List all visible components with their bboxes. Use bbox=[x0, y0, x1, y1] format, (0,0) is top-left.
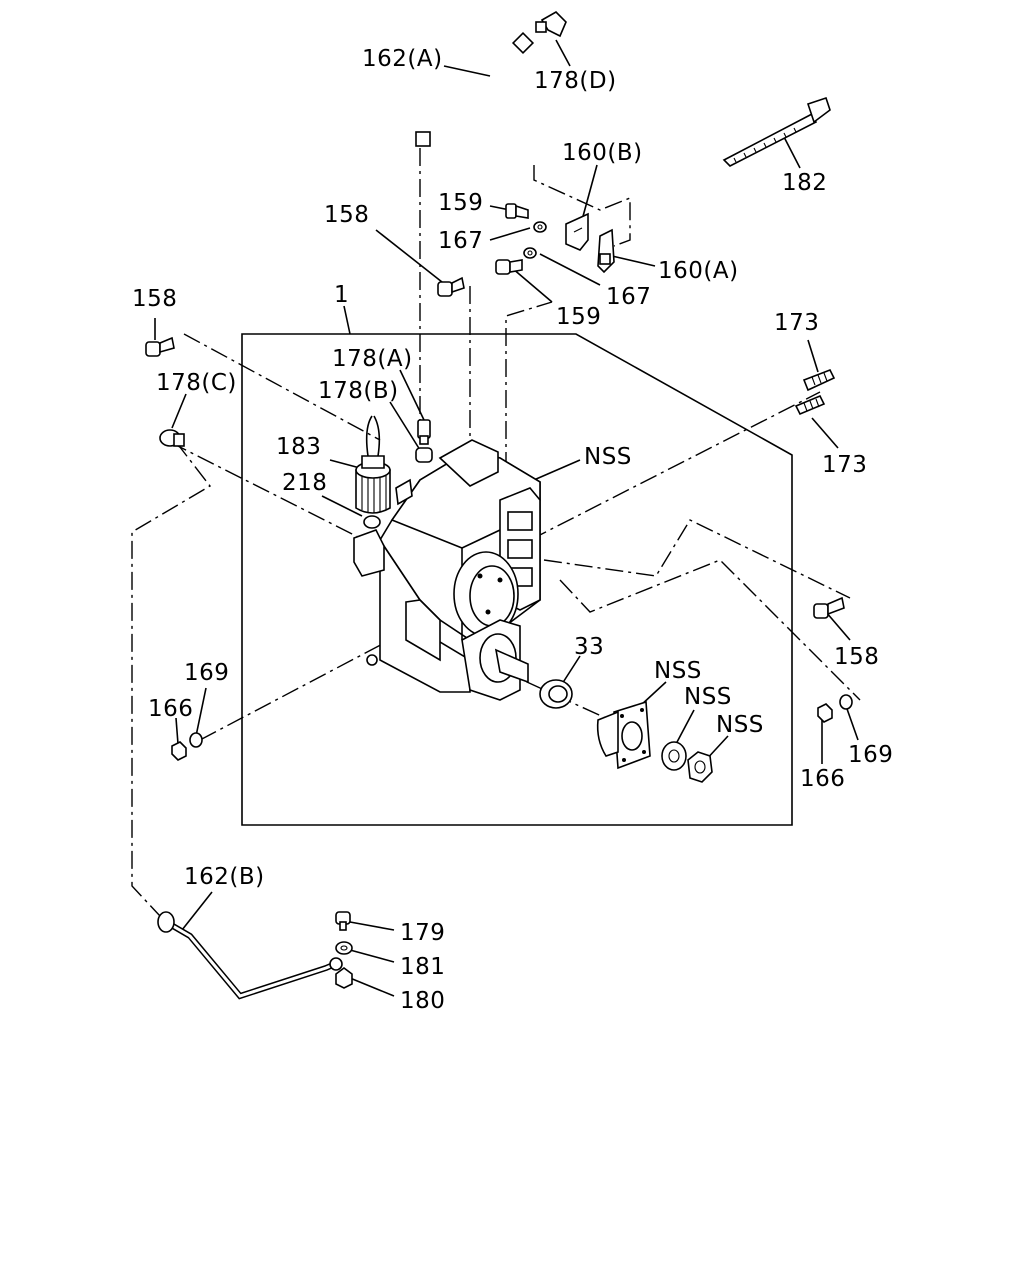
assembly-center-lines bbox=[131, 148, 861, 917]
label-162a: 162(A) bbox=[362, 46, 443, 72]
bracket-160b bbox=[565, 212, 589, 251]
label-182: 182 bbox=[782, 170, 827, 196]
bolt-158-right bbox=[813, 596, 845, 619]
transfer-case-body bbox=[353, 439, 541, 701]
label-173-lower: 173 bbox=[822, 452, 867, 478]
flange-yoke bbox=[596, 700, 651, 770]
pipe-162a bbox=[415, 31, 550, 166]
bracket-160a bbox=[597, 228, 615, 274]
washer-169-right bbox=[839, 694, 853, 710]
label-169-right: 169 bbox=[848, 742, 893, 768]
label-160b: 160(B) bbox=[562, 140, 643, 166]
washer-nss bbox=[661, 741, 687, 771]
bolt-158-top bbox=[437, 276, 465, 297]
washer-169-left bbox=[189, 732, 203, 748]
label-nss-body: NSS bbox=[584, 444, 632, 470]
label-183: 183 bbox=[276, 434, 321, 460]
label-nss-nut: NSS bbox=[716, 712, 764, 738]
label-1: 1 bbox=[334, 282, 349, 308]
filter-183 bbox=[355, 415, 391, 514]
bolt-159-upper bbox=[505, 203, 529, 219]
part-labels: 162(A) 178(D) 160(B) 182 159 158 167 160… bbox=[132, 46, 893, 1014]
label-178d: 178(D) bbox=[534, 68, 617, 94]
nut-166-right bbox=[817, 703, 833, 723]
label-218: 218 bbox=[282, 470, 327, 496]
label-181: 181 bbox=[400, 954, 445, 980]
label-180: 180 bbox=[400, 988, 445, 1014]
stud-173-lower bbox=[794, 394, 826, 416]
nut-166-left bbox=[171, 741, 187, 761]
washer-167-lower bbox=[523, 247, 537, 259]
label-178b: 178(B) bbox=[318, 378, 399, 404]
label-159-lower: 159 bbox=[556, 304, 601, 330]
label-158-top: 158 bbox=[324, 202, 369, 228]
leader-lines bbox=[154, 39, 859, 997]
label-178c: 178(C) bbox=[156, 370, 237, 396]
label-162b: 162(B) bbox=[184, 864, 265, 890]
bolt-179 bbox=[335, 911, 351, 931]
nut-180 bbox=[335, 967, 353, 989]
label-173-upper: 173 bbox=[774, 310, 819, 336]
stud-173-upper bbox=[802, 368, 836, 392]
nut-nss bbox=[687, 751, 713, 783]
bolt-159-lower bbox=[495, 259, 523, 275]
cable-tie-182 bbox=[722, 96, 831, 167]
elbow-fitting-178d bbox=[535, 11, 567, 38]
label-178a: 178(A) bbox=[332, 346, 413, 372]
label-169-left: 169 bbox=[184, 660, 229, 686]
pipe-162b bbox=[157, 911, 343, 1000]
label-166-left: 166 bbox=[148, 696, 193, 722]
label-158-left: 158 bbox=[132, 286, 177, 312]
label-nss-washer: NSS bbox=[684, 684, 732, 710]
label-167-upper: 167 bbox=[438, 228, 483, 254]
o-ring-218 bbox=[363, 515, 381, 529]
bolt-158-left bbox=[145, 336, 175, 357]
fitting-178b bbox=[415, 447, 433, 463]
label-33: 33 bbox=[574, 634, 604, 660]
label-166-right: 166 bbox=[800, 766, 845, 792]
oil-seal-33 bbox=[539, 679, 573, 709]
label-159-upper: 159 bbox=[438, 190, 483, 216]
assembly-frame bbox=[241, 333, 793, 826]
label-167-lower: 167 bbox=[606, 284, 651, 310]
fitting-178a bbox=[417, 419, 431, 445]
label-nss-flange: NSS bbox=[654, 658, 702, 684]
fitting-178c bbox=[159, 429, 185, 447]
label-158-right: 158 bbox=[834, 644, 879, 670]
label-160a: 160(A) bbox=[658, 258, 739, 284]
label-179: 179 bbox=[400, 920, 445, 946]
washer-167-upper bbox=[533, 221, 547, 233]
washer-181 bbox=[335, 941, 353, 955]
